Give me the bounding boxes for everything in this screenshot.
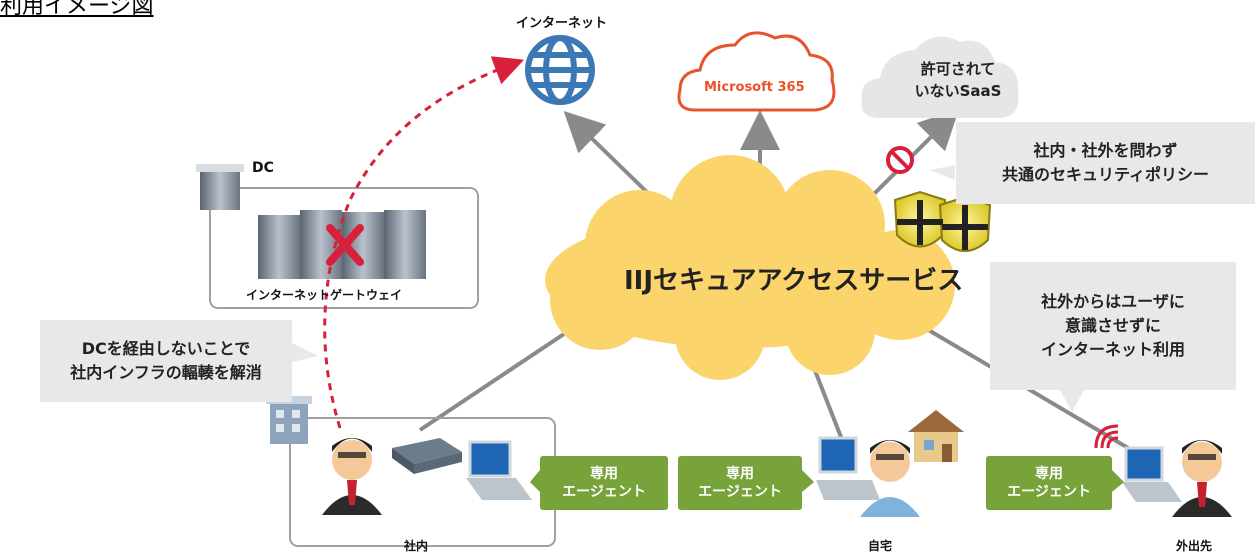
offsite-callout-line2: 意識させずに <box>1064 316 1161 335</box>
offsite-callout-line3: インターネット利用 <box>1040 340 1185 359</box>
agent-badge-line2: エージェント <box>562 484 646 500</box>
ms365-cloud-icon <box>677 31 836 112</box>
dashed-route-arrow <box>323 56 525 429</box>
dc-callout-line1: DCを経由しないことで <box>81 339 251 358</box>
gateway-servers-icon <box>258 210 426 279</box>
person-outside-icon <box>1172 440 1232 517</box>
house-icon <box>908 410 964 462</box>
blocked-x-icon <box>326 224 364 266</box>
agent-badge-line2: エージェント <box>1007 484 1091 500</box>
line-to-outside <box>918 323 1142 457</box>
saas-label-line1: 許可されて <box>920 60 996 78</box>
dc-server-icon <box>196 164 244 210</box>
arrow-to-internet <box>563 111 657 202</box>
internet-label: インターネット <box>516 16 608 31</box>
agent-pointer-2 <box>802 470 814 492</box>
block-sign-icon <box>886 146 914 174</box>
policy-callout-pointer <box>930 165 955 180</box>
location-outside-label: 外出先 <box>1176 539 1213 553</box>
agent-pointer-1 <box>530 470 540 492</box>
central-cloud-shape <box>545 155 955 380</box>
agent-badge-line2: エージェント <box>698 484 782 500</box>
person-office-icon <box>322 438 382 515</box>
dc-callout-pointer <box>292 343 318 362</box>
policy-callout: 社内・社外を問わず 共通のセキュリティポリシー <box>956 122 1255 204</box>
shield-icon <box>893 190 992 252</box>
agent-badge-line1: 専用 <box>1035 466 1063 482</box>
agent-badge-outside: 専用 エージェント <box>986 456 1112 510</box>
agent-pointer-3 <box>1112 470 1124 492</box>
person-home-icon <box>860 440 920 517</box>
agent-badge-home: 専用 エージェント <box>678 456 802 510</box>
gateway-label: インターネットゲートウェイ <box>246 288 403 302</box>
dc-callout-line2: 社内インフラの輻輳を解消 <box>70 363 262 382</box>
saas-cloud-icon <box>861 36 1019 118</box>
saas-label-line2: いないSaaS <box>914 82 1002 100</box>
agent-badge-line1: 専用 <box>590 466 618 482</box>
location-office-label: 社内 <box>404 539 429 553</box>
laptop-outside-icon <box>1122 446 1182 502</box>
dc-callout: DCを経由しないことで 社内インフラの輻輳を解消 <box>40 320 292 402</box>
agent-badge-office: 専用 エージェント <box>540 456 668 510</box>
laptop-office-icon <box>466 440 532 500</box>
policy-callout-line2: 共通のセキュリティポリシー <box>1001 165 1210 184</box>
computer-home-icon <box>816 436 880 500</box>
globe-icon <box>525 35 595 105</box>
page-title: 利用イメージ図 <box>0 0 154 19</box>
central-cloud-label: IIJセキュアアクセスサービス <box>624 266 964 296</box>
offsite-callout-line1: 社外からはユーザに <box>1041 292 1185 311</box>
offsite-callout-pointer <box>1060 390 1084 412</box>
dc-box <box>209 187 479 309</box>
building-icon <box>266 396 312 444</box>
dc-label: DC <box>252 160 274 176</box>
ms365-label: Microsoft 365 <box>704 80 805 95</box>
policy-callout-line1: 社内・社外を問わず <box>1033 141 1178 160</box>
agent-badge-line1: 専用 <box>726 466 754 482</box>
offsite-callout: 社外からはユーザに 意識させずに インターネット利用 <box>990 262 1236 390</box>
saas-label: 許可されて いないSaaS <box>898 58 1018 102</box>
router-icon <box>392 438 462 474</box>
location-home-label: 自宅 <box>868 539 893 553</box>
wifi-icon <box>1094 424 1119 449</box>
